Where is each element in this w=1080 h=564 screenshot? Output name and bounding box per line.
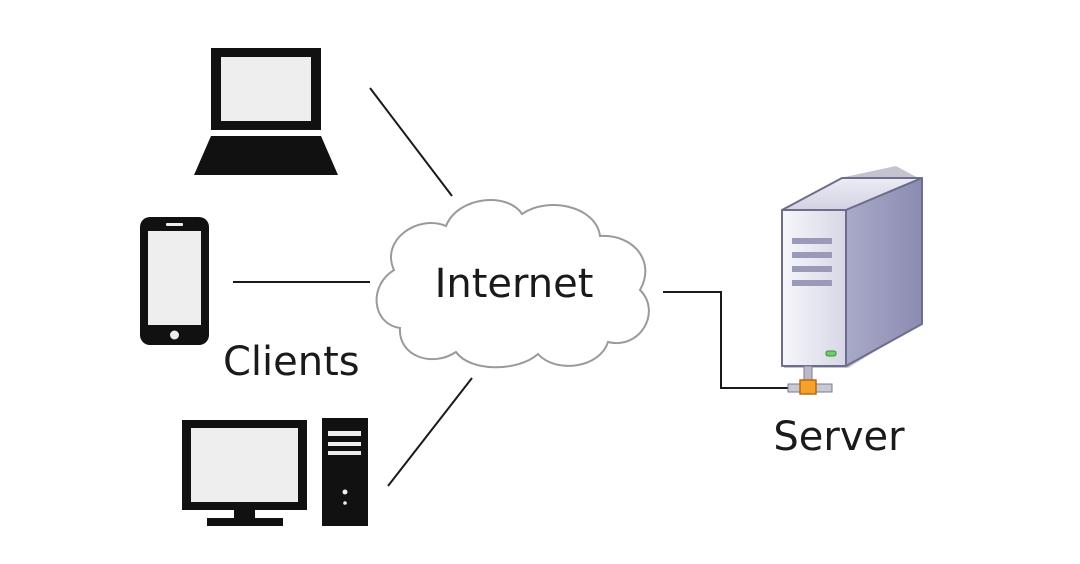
clients-label: Clients <box>223 339 360 385</box>
connection-lines <box>233 87 788 487</box>
server-connection-line <box>663 291 788 389</box>
cloud-icon <box>375 199 650 369</box>
network-connector-icon <box>787 365 833 395</box>
laptop-icon <box>194 48 338 175</box>
laptop-connection-line <box>369 87 453 197</box>
smartphone-icon <box>140 217 209 345</box>
server-tower-icon <box>781 166 923 368</box>
server-label: Server <box>773 414 905 460</box>
internet-label: Internet <box>435 261 594 307</box>
desktop-connection-line <box>387 377 473 487</box>
desktop-computer-icon <box>182 418 368 526</box>
